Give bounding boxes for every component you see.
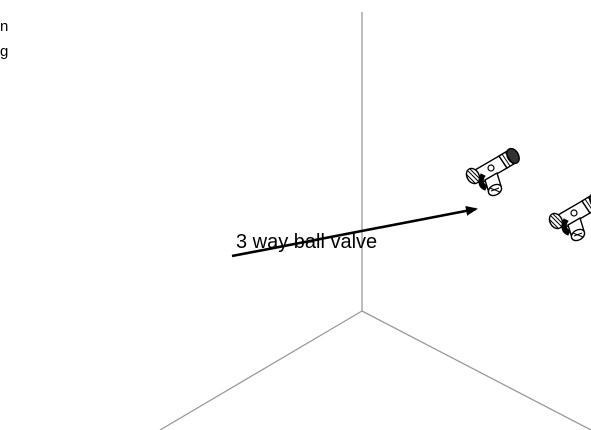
floor-left-edge (159, 310, 363, 430)
three-way-ball-valve-icon (463, 145, 523, 199)
three-way-ball-valve-icon (546, 190, 591, 244)
floor-right-edge (361, 310, 591, 430)
cropped-text-line-1: n (0, 18, 9, 35)
callout-arrow (231, 205, 478, 258)
cropped-text-line-2: g (0, 43, 9, 60)
callout-label: 3 way ball valve (236, 231, 378, 253)
